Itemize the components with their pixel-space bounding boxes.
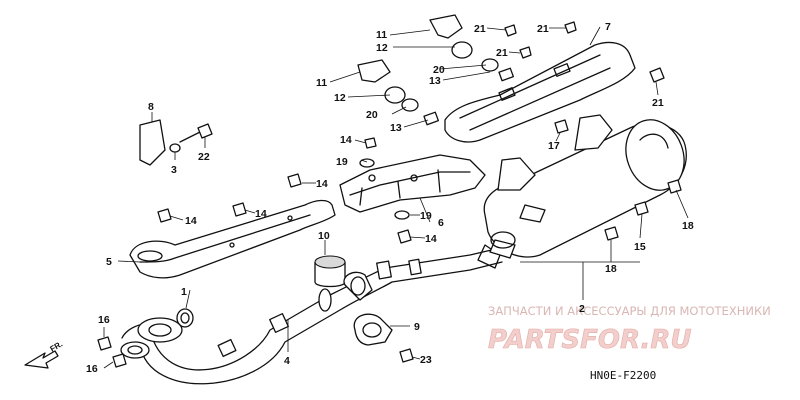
clamp — [343, 271, 393, 346]
direction-label: FR. — [49, 339, 65, 353]
callout-12-lower: 12 — [334, 92, 346, 104]
callout-14-e: 14 — [425, 233, 437, 245]
callout-18-b: 18 — [682, 220, 694, 232]
callout-8: 8 — [148, 101, 154, 113]
callout-3: 3 — [171, 164, 177, 176]
callout-14-d: 14 — [340, 134, 352, 146]
callout-19-a: 19 — [336, 156, 348, 168]
callout-17: 17 — [548, 140, 560, 152]
heat-shield-middle — [339, 154, 486, 213]
heat-shield-front — [129, 199, 336, 279]
callout-18-a: 18 — [605, 263, 617, 275]
callout-22: 22 — [198, 151, 210, 163]
leader-lines — [103, 26, 689, 369]
callout-16-b: 16 — [86, 363, 98, 375]
callout-11-lower: 11 — [316, 77, 327, 89]
callout-11-upper: 11 — [376, 29, 387, 41]
mount-bracket-lower — [357, 59, 439, 126]
callout-13-lower: 13 — [390, 122, 402, 134]
callout-21-a: 21 — [474, 23, 486, 35]
callout-4: 4 — [284, 355, 290, 367]
gasket-cylinder — [314, 255, 346, 288]
callout-14-c: 14 — [255, 208, 267, 220]
bracket-8 — [139, 119, 213, 166]
callout-19-b: 19 — [420, 210, 432, 222]
callouts: 1 2 3 4 5 8 6 7 9 10 11 11 12 12 13 13 1… — [86, 21, 694, 375]
callout-9: 9 — [414, 321, 420, 333]
watermark-tagline: ЗАПЧАСТИ И АКСЕССУАРЫ ДЛЯ МОТОТЕХНИКИ — [488, 304, 771, 318]
callout-7: 7 — [605, 21, 611, 33]
callout-10: 10 — [318, 230, 330, 242]
mount-bracket-upper — [429, 14, 514, 82]
exhaust-pipe — [120, 244, 503, 385]
callout-6: 6 — [438, 217, 444, 229]
callout-21-b: 21 — [537, 23, 549, 35]
callout-2: 2 — [579, 303, 585, 315]
front-direction-arrow: FR. — [24, 339, 65, 369]
callout-16-a: 16 — [98, 314, 110, 326]
bolts — [97, 21, 682, 368]
heat-shield-rear — [444, 41, 636, 143]
callout-12-upper: 12 — [376, 42, 388, 54]
callout-20-lower: 20 — [366, 109, 378, 121]
callout-1: 1 — [181, 286, 187, 298]
muffler — [483, 114, 687, 259]
callout-5: 5 — [106, 256, 112, 268]
callout-14-b: 14 — [185, 215, 197, 227]
callout-23: 23 — [420, 354, 432, 366]
diagram-code: HN0E-F2200 — [590, 369, 656, 382]
callout-13-upper: 13 — [429, 75, 441, 87]
callout-15: 15 — [634, 241, 646, 253]
callout-20-upper: 20 — [433, 64, 445, 76]
callout-21-c: 21 — [496, 47, 508, 59]
watermark: ЗАПЧАСТИ И АКСЕССУАРЫ ДЛЯ МОТОТЕХНИКИ PA… — [488, 304, 771, 355]
callout-21-d: 21 — [652, 97, 664, 109]
callout-14-a: 14 — [316, 178, 328, 190]
watermark-logo: PARTSFOR.RU — [488, 325, 691, 355]
